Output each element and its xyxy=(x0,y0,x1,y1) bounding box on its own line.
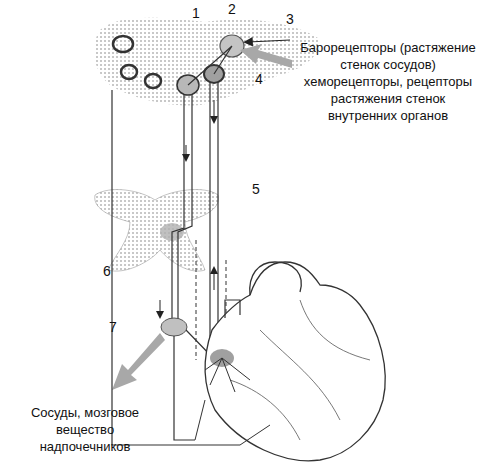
direction-arrow xyxy=(160,300,161,315)
callout-number: 3 xyxy=(286,10,294,28)
vagus-pathway xyxy=(210,83,218,355)
callout-number: 6 xyxy=(103,262,111,280)
medulla-region xyxy=(94,18,319,106)
cardiac-nerves xyxy=(195,358,270,445)
callout-number: 2 xyxy=(228,0,236,18)
nucleus xyxy=(113,36,133,52)
aorta xyxy=(250,262,302,295)
nucleus xyxy=(145,74,161,88)
heart xyxy=(205,262,385,461)
nerve-fiber xyxy=(188,46,232,85)
heart-detail xyxy=(230,300,370,440)
annotation-text: Барорецепторы (растяжение стенок сосудов… xyxy=(298,40,478,124)
callout-number: 4 xyxy=(255,70,263,88)
annotation-text: Сосуды, мозговое вещество надпочечников xyxy=(12,405,158,456)
callout-number: 7 xyxy=(109,318,117,336)
ganglion xyxy=(161,318,187,336)
output-arrow xyxy=(112,333,165,390)
callout-number: 1 xyxy=(192,4,200,22)
direction-arrow xyxy=(186,145,187,158)
direction-arrow xyxy=(214,270,215,290)
callout-number: 5 xyxy=(252,180,260,198)
afferent-arrow xyxy=(248,40,290,42)
dashed-fiber xyxy=(196,240,197,360)
direction-arrow xyxy=(214,100,215,120)
vessel xyxy=(225,300,240,318)
nucleus xyxy=(121,65,137,79)
sympathetic-pathway xyxy=(172,94,192,320)
spinal-cord xyxy=(95,190,219,272)
input-arrow xyxy=(240,44,292,68)
